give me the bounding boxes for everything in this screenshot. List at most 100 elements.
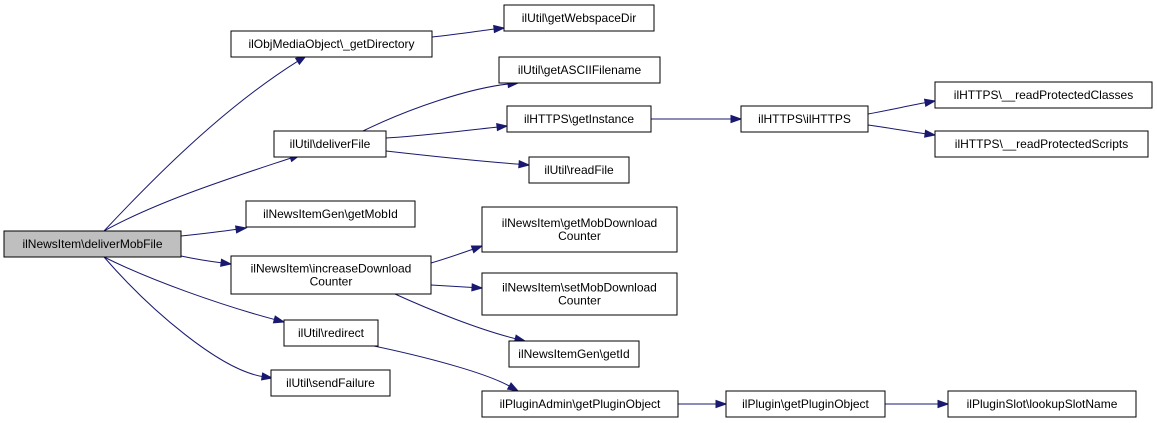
edge-getdir-webspace [431,24,506,38]
arrowhead [493,24,506,34]
node-label: ilHTTPS\getInstance [524,112,634,126]
edge-incdl-setdl [430,283,484,292]
node-label: ilPluginAdmin\getPluginObject [500,397,661,411]
edge-https-scripts [867,124,937,138]
node-scripts[interactable]: ilHTTPS\__readProtectedScripts [934,130,1149,158]
arrowhead [260,372,274,381]
edge-incdl-getdl [430,245,484,264]
node-label: ilUtil\getASCIIFilename [518,63,642,77]
arrowhead [220,258,233,267]
node-label: Counter [558,294,601,308]
node-getmobid[interactable]: ilNewsItemGen\getMobId [245,200,416,228]
node-https[interactable]: ilHTTPS\ilHTTPS [740,105,869,133]
node-box [230,30,433,58]
arrowhead [924,129,937,138]
node-box [506,105,652,133]
node-box [934,81,1153,109]
arrowhead [471,283,484,292]
node-getinst[interactable]: ilHTTPS\getInstance [506,105,652,133]
edge-line [385,126,499,139]
node-box [245,200,416,228]
node-padmin[interactable]: ilPluginAdmin\getPluginObject [481,390,679,418]
edge-line [180,255,223,264]
node-box [283,319,379,347]
edge-plugin-slot [884,399,950,409]
edge-line [103,256,276,321]
node-box [947,390,1137,418]
node-label: ilUtil\redirect [298,326,365,340]
node-box [498,56,661,84]
node-getid[interactable]: ilNewsItemGen\getId [508,340,640,368]
node-box [503,4,655,32]
node-box [3,230,182,258]
node-label: ilUtil\sendFailure [286,376,375,390]
node-label: ilNewsItem\deliverMobFile [22,237,162,251]
node-label: Counter [310,275,353,289]
arrowhead [730,114,743,124]
node-box [528,156,630,184]
edge-line [103,256,264,378]
node-box [934,130,1149,158]
node-plugin[interactable]: ilPlugin\getPluginObject [725,390,886,418]
node-webspace[interactable]: ilUtil\getWebspaceDir [503,4,655,32]
node-label: Counter [558,229,601,243]
edge-line [373,345,511,387]
node-redirect[interactable]: ilUtil\redirect [283,319,379,347]
node-box [481,272,678,316]
edge-line [431,28,496,38]
node-deliver[interactable]: ilUtil\deliverFile [273,130,387,158]
edge-root-incdl [180,255,233,267]
node-slot[interactable]: ilPluginSlot\lookupSlotName [947,390,1137,418]
node-box [481,206,678,253]
node-label: ilHTTPS\__readProtectedScripts [955,137,1128,151]
arrowhead [470,245,484,254]
node-label: ilNewsItem\setMobDownload [502,281,657,295]
edge-line [867,102,927,115]
edge-line [180,228,238,237]
node-label: ilUtil\getWebspaceDir [522,11,637,25]
node-label: ilUtil\readFile [544,163,614,177]
edge-line [867,124,927,135]
edge-https-classes [867,98,937,115]
edge-line [103,157,292,232]
node-label: ilHTTPS\ilHTTPS [758,112,851,126]
arrowhead [923,98,937,107]
node-classes[interactable]: ilHTTPS\__readProtectedClasses [934,81,1153,109]
node-getdir[interactable]: ilObjMediaObject\_getDirectory [230,30,433,58]
node-label: ilHTTPS\__readProtectedClasses [954,88,1133,102]
edge-line [430,284,474,288]
arrowhead [715,399,728,409]
node-sendfail[interactable]: ilUtil\sendFailure [270,369,391,397]
node-label: ilUtil\deliverFile [290,137,371,151]
nodes-layer: ilNewsItem\deliverMobFile ilObjMediaObjec… [3,4,1153,418]
node-box [481,390,679,418]
arrowhead [506,382,520,392]
node-box [270,369,391,397]
edge-getinst-https [650,114,743,124]
node-readfile[interactable]: ilUtil\readFile [528,156,630,184]
arrowhead [937,399,950,409]
arrowhead [235,225,248,234]
node-label: ilNewsItemGen\getMobId [263,207,398,221]
node-label: ilNewsItemGen\getId [518,347,629,361]
node-ascii[interactable]: ilUtil\getASCIIFilename [498,56,661,84]
edge-deliver-readfile [385,150,531,169]
node-box [508,340,640,368]
node-label: ilObjMediaObject\_getDirectory [248,37,414,51]
edge-line [430,248,474,264]
node-root[interactable]: ilNewsItem\deliverMobFile [3,230,182,258]
node-box [725,390,886,418]
edge-deliver-ascii [362,79,520,132]
node-box [273,130,387,158]
node-label: ilPluginSlot\lookupSlotName [967,397,1118,411]
arrowhead [518,160,531,169]
node-label: ilPlugin\getPluginObject [742,397,869,411]
node-label: ilNewsItem\getMobDownload [502,216,657,230]
node-box [230,255,432,295]
edge-padmin-plugin [677,399,728,409]
arrowhead [272,315,286,324]
edge-line [103,60,299,232]
